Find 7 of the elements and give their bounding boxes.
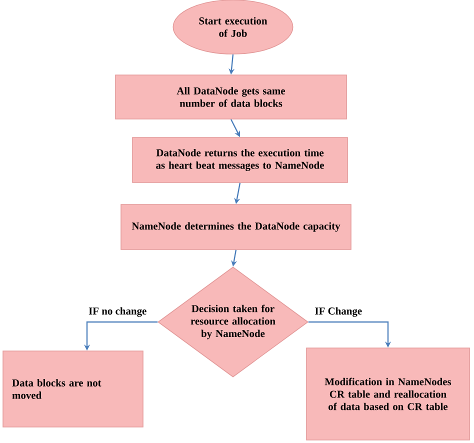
outcome-box: Data blocks are not moved bbox=[2, 350, 144, 428]
edge-label: IF Change bbox=[314, 306, 364, 318]
outcome-box: Modification in NameNodes CR table and reallocation of data based on CR table bbox=[306, 348, 470, 440]
process-box: All DataNode gets same number of data blocks bbox=[115, 74, 347, 120]
process-box: DataNode returns the execution time as heart beat messages to NameNode bbox=[132, 137, 348, 183]
process-box: NameNode determines the DataNode capacity bbox=[120, 204, 352, 250]
edge-label: IF no change bbox=[88, 306, 148, 318]
